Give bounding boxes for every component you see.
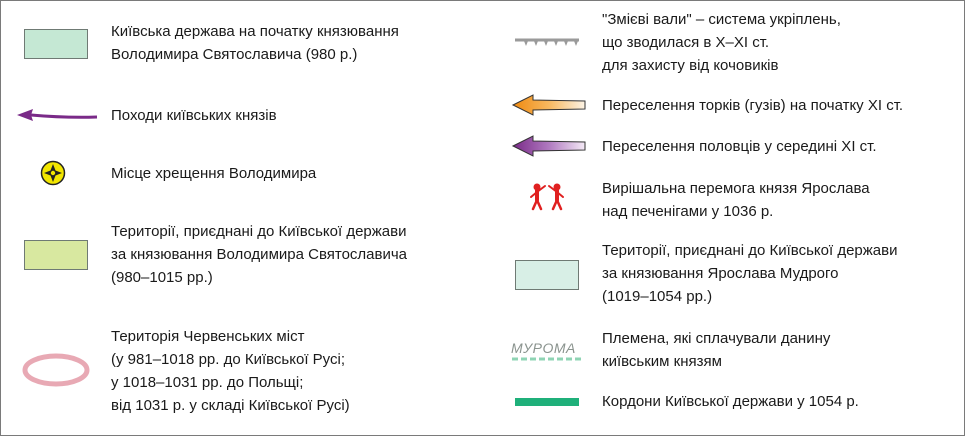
kyiv-state-swatch bbox=[24, 29, 88, 59]
legend-text: Переселення половців у середині XI ст. bbox=[602, 138, 877, 155]
legend-text: Територія Червенських міст bbox=[111, 328, 305, 345]
legend-text: Київська держава на початку князювання bbox=[111, 23, 399, 40]
yaroslav-territories-swatch bbox=[515, 260, 579, 290]
polovtsy-arrow-icon bbox=[511, 135, 586, 157]
legend-item-cherven-cities: Територія Червенських міст (у 981–1018 р… bbox=[111, 325, 350, 417]
volodymyr-territories-swatch bbox=[24, 240, 88, 270]
legend-text: Племена, які сплачували данину bbox=[602, 330, 831, 347]
legend-item-victory-1036: Вирішальна перемога князя Ярослава над п… bbox=[602, 177, 870, 223]
legend-text: (980–1015 рр.) bbox=[111, 269, 213, 286]
cherven-ring-icon bbox=[22, 353, 90, 387]
legend-text: у 1018–1031 рр. до Польщі; bbox=[111, 374, 304, 391]
legend-item-border-1054: Кордони Київської держави у 1054 р. bbox=[602, 390, 859, 413]
tribe-dash-line bbox=[512, 357, 582, 361]
legend-text: Володимира Святославича (980 р.) bbox=[111, 46, 358, 63]
legend-text: для захисту від кочовиків bbox=[602, 57, 779, 74]
legend-text: "Змієві вали" – система укріплень, bbox=[602, 11, 841, 28]
legend-text: київським князям bbox=[602, 353, 722, 370]
legend-item-kyiv-state-980: Київська держава на початку князювання В… bbox=[111, 20, 399, 66]
legend-text: Походи київських князів bbox=[111, 107, 277, 124]
legend-text: за князювання Володимира Святославича bbox=[111, 246, 408, 263]
victory-battle-icon bbox=[530, 183, 564, 211]
campaign-arrow-icon bbox=[17, 109, 98, 121]
legend-item-volodymyr-territories: Території, приєднані до Київської держав… bbox=[111, 220, 407, 289]
legend-text: за князювання Ярослава Мудрого bbox=[602, 265, 839, 282]
legend-item-campaigns: Походи київських князів bbox=[111, 104, 277, 127]
legend-text: Переселення торків (гузів) на початку XI… bbox=[602, 97, 904, 114]
legend-text: від 1031 р. у складі Київської Русі) bbox=[111, 397, 350, 414]
legend-item-tribes: Племена, які сплачували данину київським… bbox=[602, 327, 830, 373]
legend-text: Території, приєднані до Київської держав… bbox=[111, 223, 407, 240]
legend-item-polovtsy: Переселення половців у середині XI ст. bbox=[602, 135, 877, 158]
serpent-wall-icon bbox=[515, 38, 579, 46]
legend-text: (у 981–1018 рр. до Київської Русі; bbox=[111, 351, 345, 368]
legend-text: Місце хрещення Володимира bbox=[111, 165, 317, 182]
legend-item-yaroslav-territories: Території, приєднані до Київської держав… bbox=[602, 239, 898, 308]
border-1054-line bbox=[515, 398, 579, 406]
legend-text: (1019–1054 рр.) bbox=[602, 288, 713, 305]
tribe-sample-label: МУРОМА bbox=[511, 340, 576, 356]
legend-item-baptism: Місце хрещення Володимира bbox=[111, 162, 316, 185]
baptism-cross-icon bbox=[40, 160, 66, 186]
legend-text: над печенігами у 1036 р. bbox=[602, 203, 774, 220]
legend-text: Кордони Київської держави у 1054 р. bbox=[602, 393, 859, 410]
legend-item-torks: Переселення торків (гузів) на початку XI… bbox=[602, 94, 903, 117]
legend-item-serpent-walls: "Змієві вали" – система укріплень, що зв… bbox=[602, 8, 841, 77]
legend-text: Території, приєднані до Київської держав… bbox=[602, 242, 898, 259]
legend-text: Вирішальна перемога князя Ярослава bbox=[602, 180, 870, 197]
legend-text: що зводилася в X–XI ст. bbox=[602, 34, 770, 51]
torks-arrow-icon bbox=[511, 94, 586, 116]
